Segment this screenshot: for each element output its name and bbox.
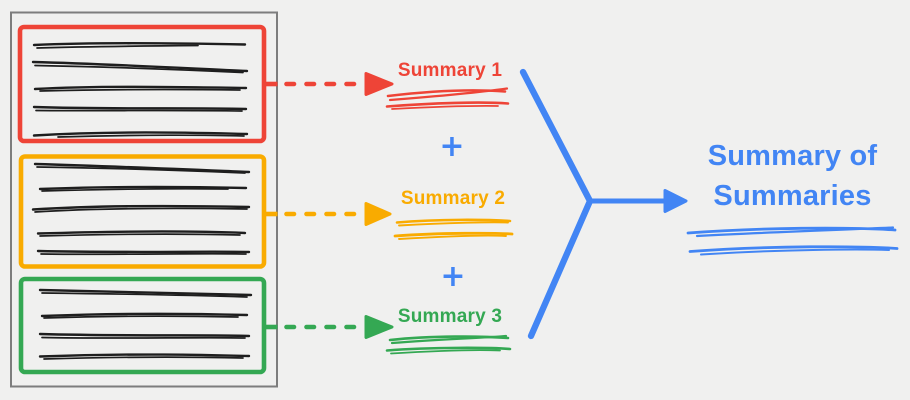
arrowhead-orange [364,202,392,226]
summary-underline-orange [393,218,514,240]
arrowhead-blue [663,189,688,213]
merge-arrow-blue [519,68,688,340]
dashed-arrow-red [264,72,394,96]
section-red-text-scribbles [31,42,249,138]
arrowhead-green [364,315,394,339]
dashed-arrow-orange [264,202,392,226]
result-underline-blue [686,226,899,256]
document-box [10,11,278,388]
result-label: Summary of Summaries [707,140,878,212]
section-red-border [17,24,267,144]
summary-1-label: Summary 1 [397,60,503,81]
document-section-green [18,276,267,375]
section-green-text-scribbles [38,288,253,360]
summary-underline-red [385,87,510,110]
plus-operator-1: + [439,129,465,164]
document-section-red [17,24,267,144]
dashed-arrow-green [265,315,394,339]
summary-2-label: Summary 2 [400,188,506,209]
section-orange-text-scribbles [31,162,251,256]
arrowhead-red [364,72,394,96]
section-green-border [18,276,267,375]
summary-3-label: Summary 3 [397,306,503,327]
document-section-orange [18,154,267,269]
summary-underline-green [385,334,512,355]
plus-operator-2: + [440,259,466,294]
section-orange-border [18,154,267,269]
